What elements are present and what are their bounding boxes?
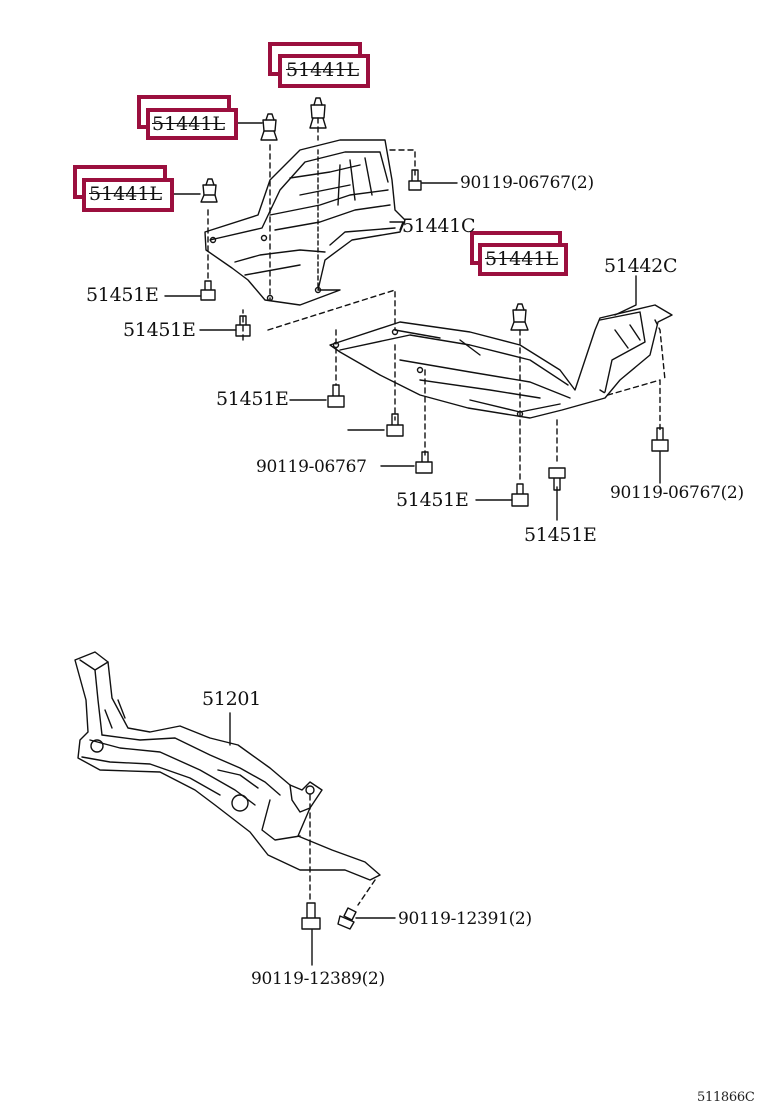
callout-box-2-overlay bbox=[146, 108, 238, 140]
label-bolt-cm-right[interactable]: 90119-12391(2) bbox=[398, 909, 532, 929]
bolt bbox=[386, 413, 404, 437]
label-bolt-low-1[interactable]: 51451E bbox=[396, 489, 469, 511]
callout-label-3: 51441L bbox=[89, 183, 163, 205]
label-bolt-cm-bottom[interactable]: 90119-12389(2) bbox=[251, 969, 385, 989]
bolt bbox=[301, 902, 321, 930]
label-bolt-right-lower[interactable]: 90119-06767(2) bbox=[610, 483, 744, 503]
callout-label-1: 51441L bbox=[286, 59, 360, 81]
label-crossmember[interactable]: 51201 bbox=[202, 688, 261, 710]
callout-box-3-overlay bbox=[82, 178, 174, 212]
front-crossmember bbox=[74, 651, 381, 881]
engine-under-cover-rear bbox=[329, 304, 673, 419]
callout-label-4: 51441L bbox=[485, 248, 559, 270]
label-bolt-left-1[interactable]: 51451E bbox=[86, 284, 159, 306]
clip-fastener bbox=[510, 303, 529, 331]
callout-label-2: 51441L bbox=[152, 113, 226, 135]
label-cover-front[interactable]: 51441C bbox=[402, 215, 476, 237]
figure-code: 511866C bbox=[697, 1090, 755, 1105]
label-bolt-right-upper[interactable]: 90119-06767(2) bbox=[460, 173, 594, 193]
label-bolt-low-2[interactable]: 51451E bbox=[524, 524, 597, 546]
bolt bbox=[327, 384, 345, 408]
engine-under-cover-front bbox=[204, 139, 406, 306]
bolt bbox=[408, 169, 422, 191]
label-bolt-mid-1[interactable]: 51451E bbox=[216, 388, 289, 410]
bolt bbox=[548, 467, 566, 491]
bolt bbox=[651, 427, 669, 452]
bolt bbox=[511, 483, 529, 507]
clip-fastener bbox=[260, 113, 278, 141]
label-bolt-left-2[interactable]: 51451E bbox=[123, 319, 196, 341]
label-cover-side[interactable]: 51442C bbox=[604, 255, 678, 277]
clip-fastener bbox=[309, 97, 327, 129]
callout-box-1-overlay bbox=[278, 54, 370, 88]
label-bolt-mid-center[interactable]: 90119-06767 bbox=[256, 457, 367, 477]
bolt bbox=[200, 280, 216, 301]
callout-box-4-overlay bbox=[478, 243, 568, 276]
bolt bbox=[235, 315, 251, 337]
clip-fastener bbox=[200, 178, 218, 203]
bolt bbox=[337, 907, 357, 930]
bolt bbox=[415, 451, 433, 474]
